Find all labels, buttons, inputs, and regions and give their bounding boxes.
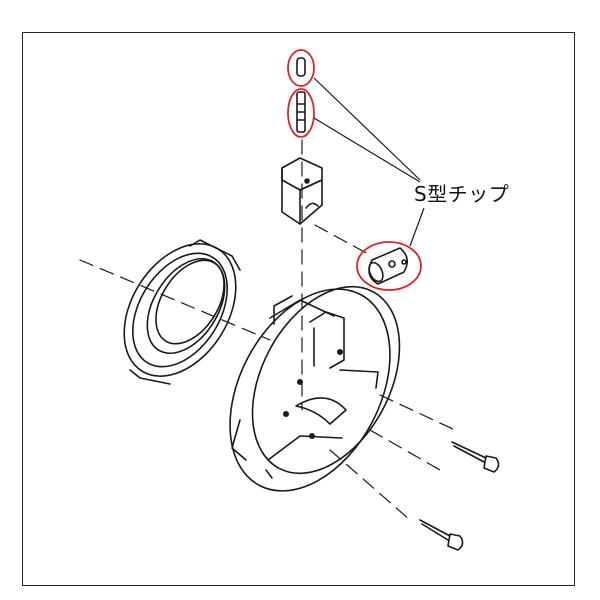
s-tip-pin-top	[296, 57, 306, 77]
s-tip-cylinder	[368, 247, 408, 285]
assembly-axis-lines	[79, 139, 456, 521]
mounting-bolt-lower	[419, 519, 464, 551]
mounting-bolt-upper	[451, 441, 500, 473]
diagram-frame	[22, 32, 575, 586]
chuck-body	[229, 285, 401, 492]
callout-leaders	[313, 77, 425, 247]
highlight-pin-top	[287, 49, 315, 87]
highlight-cylinder	[356, 241, 422, 291]
highlight-screw	[287, 88, 315, 138]
s-tip-callout-label: S型チップ	[414, 182, 510, 206]
adapter-ring	[123, 239, 241, 385]
jaw-block	[281, 157, 323, 225]
highlight-markers	[287, 49, 422, 291]
s-tip-screw	[296, 91, 306, 133]
